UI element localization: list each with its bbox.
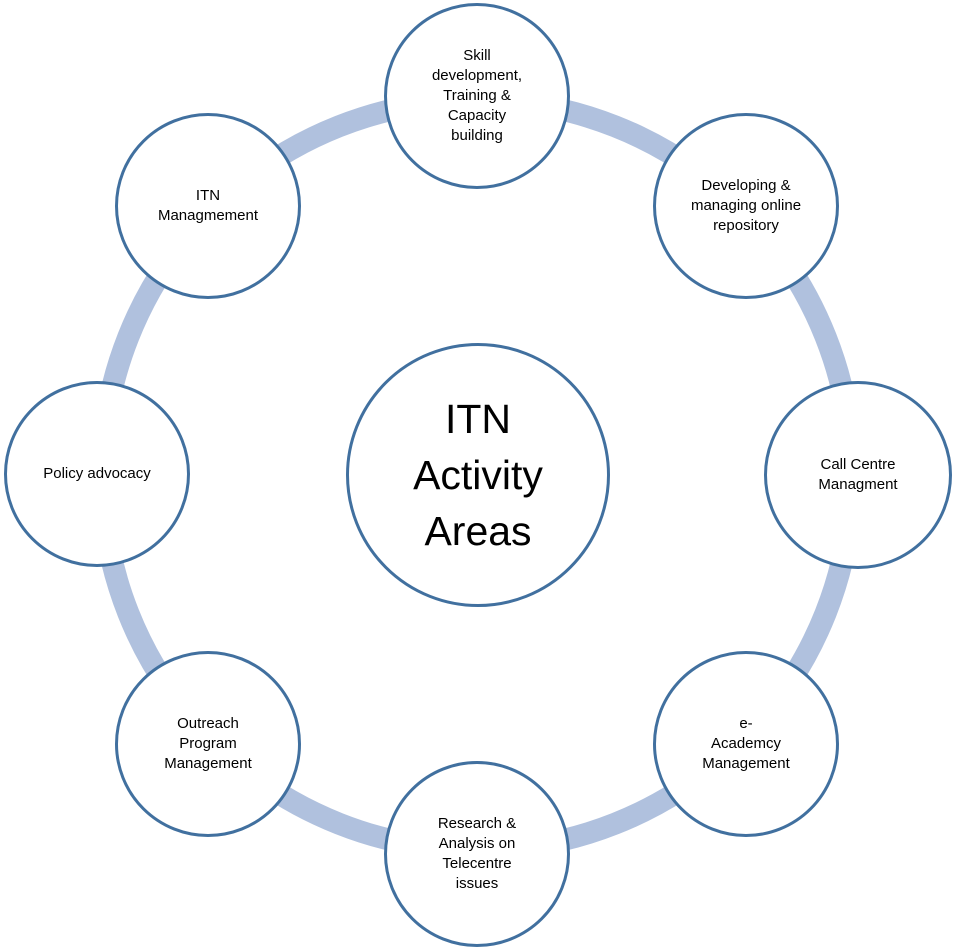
center-title: ITN Activity Areas — [413, 396, 543, 554]
node-label: Research & Analysis on Telecentre issues — [437, 815, 517, 892]
node-label: Skill development, Training & Capacity b… — [431, 47, 523, 144]
node-label: e- Academcy Management — [702, 715, 790, 772]
node-research-analysis: Research & Analysis on Telecentre issues — [384, 761, 570, 947]
node-label: Policy advocacy — [43, 465, 151, 482]
node-label: Outreach Program Management — [164, 715, 252, 772]
node-label: Call Centre Managment — [818, 456, 898, 493]
node-e-academy: e- Academcy Management — [653, 651, 839, 837]
node-skill-development: Skill development, Training & Capacity b… — [384, 3, 570, 189]
node-label: Developing & managing online repository — [690, 177, 802, 234]
node-policy-advocacy: Policy advocacy — [4, 381, 190, 567]
node-call-centre: Call Centre Managment — [764, 381, 952, 569]
center-node: ITN Activity Areas — [346, 343, 610, 607]
node-itn-management: ITN Managmement — [115, 113, 301, 299]
node-label: ITN Managmement — [157, 187, 259, 224]
node-outreach-program: Outreach Program Management — [115, 651, 301, 837]
node-online-repository: Developing & managing online repository — [653, 113, 839, 299]
